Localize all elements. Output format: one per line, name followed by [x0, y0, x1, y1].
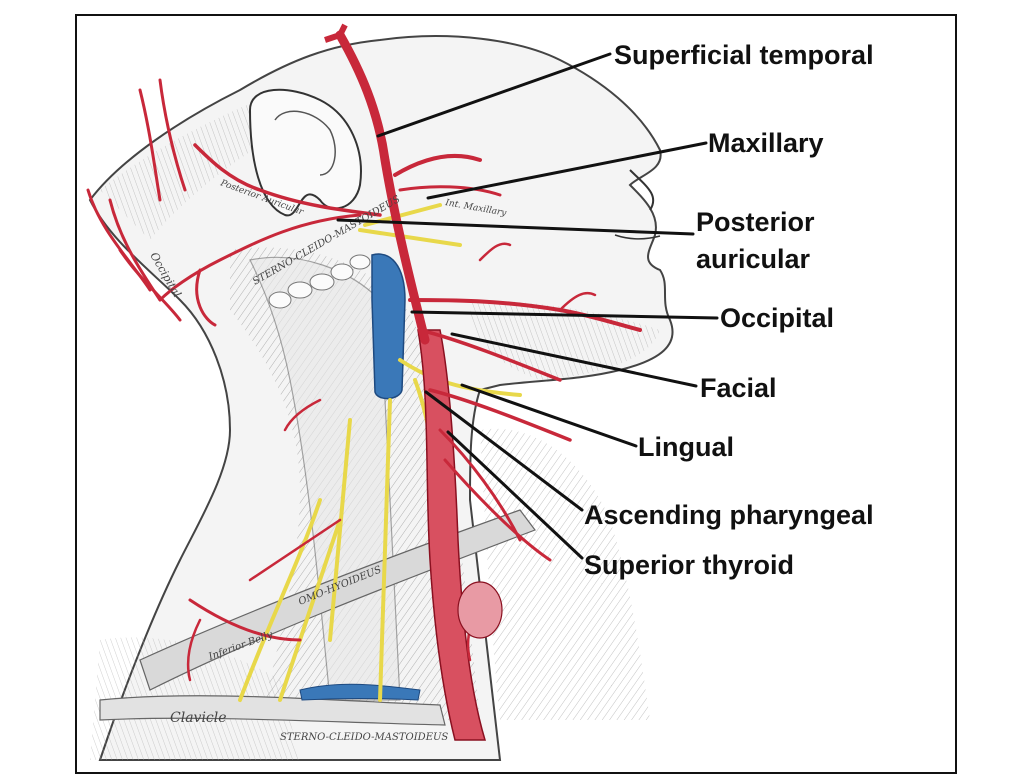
- label-posterior-auricular-line1: Posterior: [696, 207, 815, 237]
- leader-posterior-auricular: [336, 218, 695, 236]
- leader-lines: [336, 52, 719, 560]
- jaw-shading: [470, 300, 660, 380]
- artery-branches: [186, 143, 642, 682]
- lip-detail: [614, 234, 661, 240]
- common-carotid-artery: [417, 329, 487, 741]
- label-ascending-pharyngeal: Ascending pharyngeal: [584, 500, 874, 530]
- leader-maxillary: [426, 141, 708, 200]
- label-lingual: Lingual: [638, 432, 734, 462]
- ear-inner: [274, 110, 336, 176]
- label-superficial-temporal: Superficial temporal: [614, 40, 874, 70]
- leader-occipital: [410, 310, 719, 320]
- label-posterior-auricular-line2: auricular: [696, 244, 811, 274]
- leader-facial: [450, 332, 698, 388]
- thyroid-gland: [457, 581, 503, 639]
- label-maxillary: Maxillary: [708, 128, 824, 158]
- label-facial: Facial: [700, 373, 777, 403]
- mastoid-nodes: [268, 254, 371, 309]
- subclavian-vein: [299, 683, 421, 701]
- sterno-cleido-mastoid-lower-engraving: STERNO-CLEIDO-MASTOIDEUS: [280, 732, 448, 743]
- clavicle-engraving: Clavicle: [170, 710, 227, 726]
- occipital-artery-scalp: [86, 78, 362, 327]
- clavicle-bone: [99, 695, 446, 726]
- leader-superior-thyroid: [446, 430, 584, 560]
- external-carotid-artery: [335, 30, 430, 345]
- nose-detail: [629, 169, 655, 211]
- leader-superficial-temporal: [376, 52, 612, 138]
- internal-jugular-vein: [371, 253, 406, 400]
- leader-lingual: [460, 383, 638, 448]
- label-occipital: Occipital: [720, 303, 835, 333]
- label-superior-thyroid: Superior thyroid: [584, 550, 795, 580]
- leader-ascending-pharyngeal: [424, 390, 584, 512]
